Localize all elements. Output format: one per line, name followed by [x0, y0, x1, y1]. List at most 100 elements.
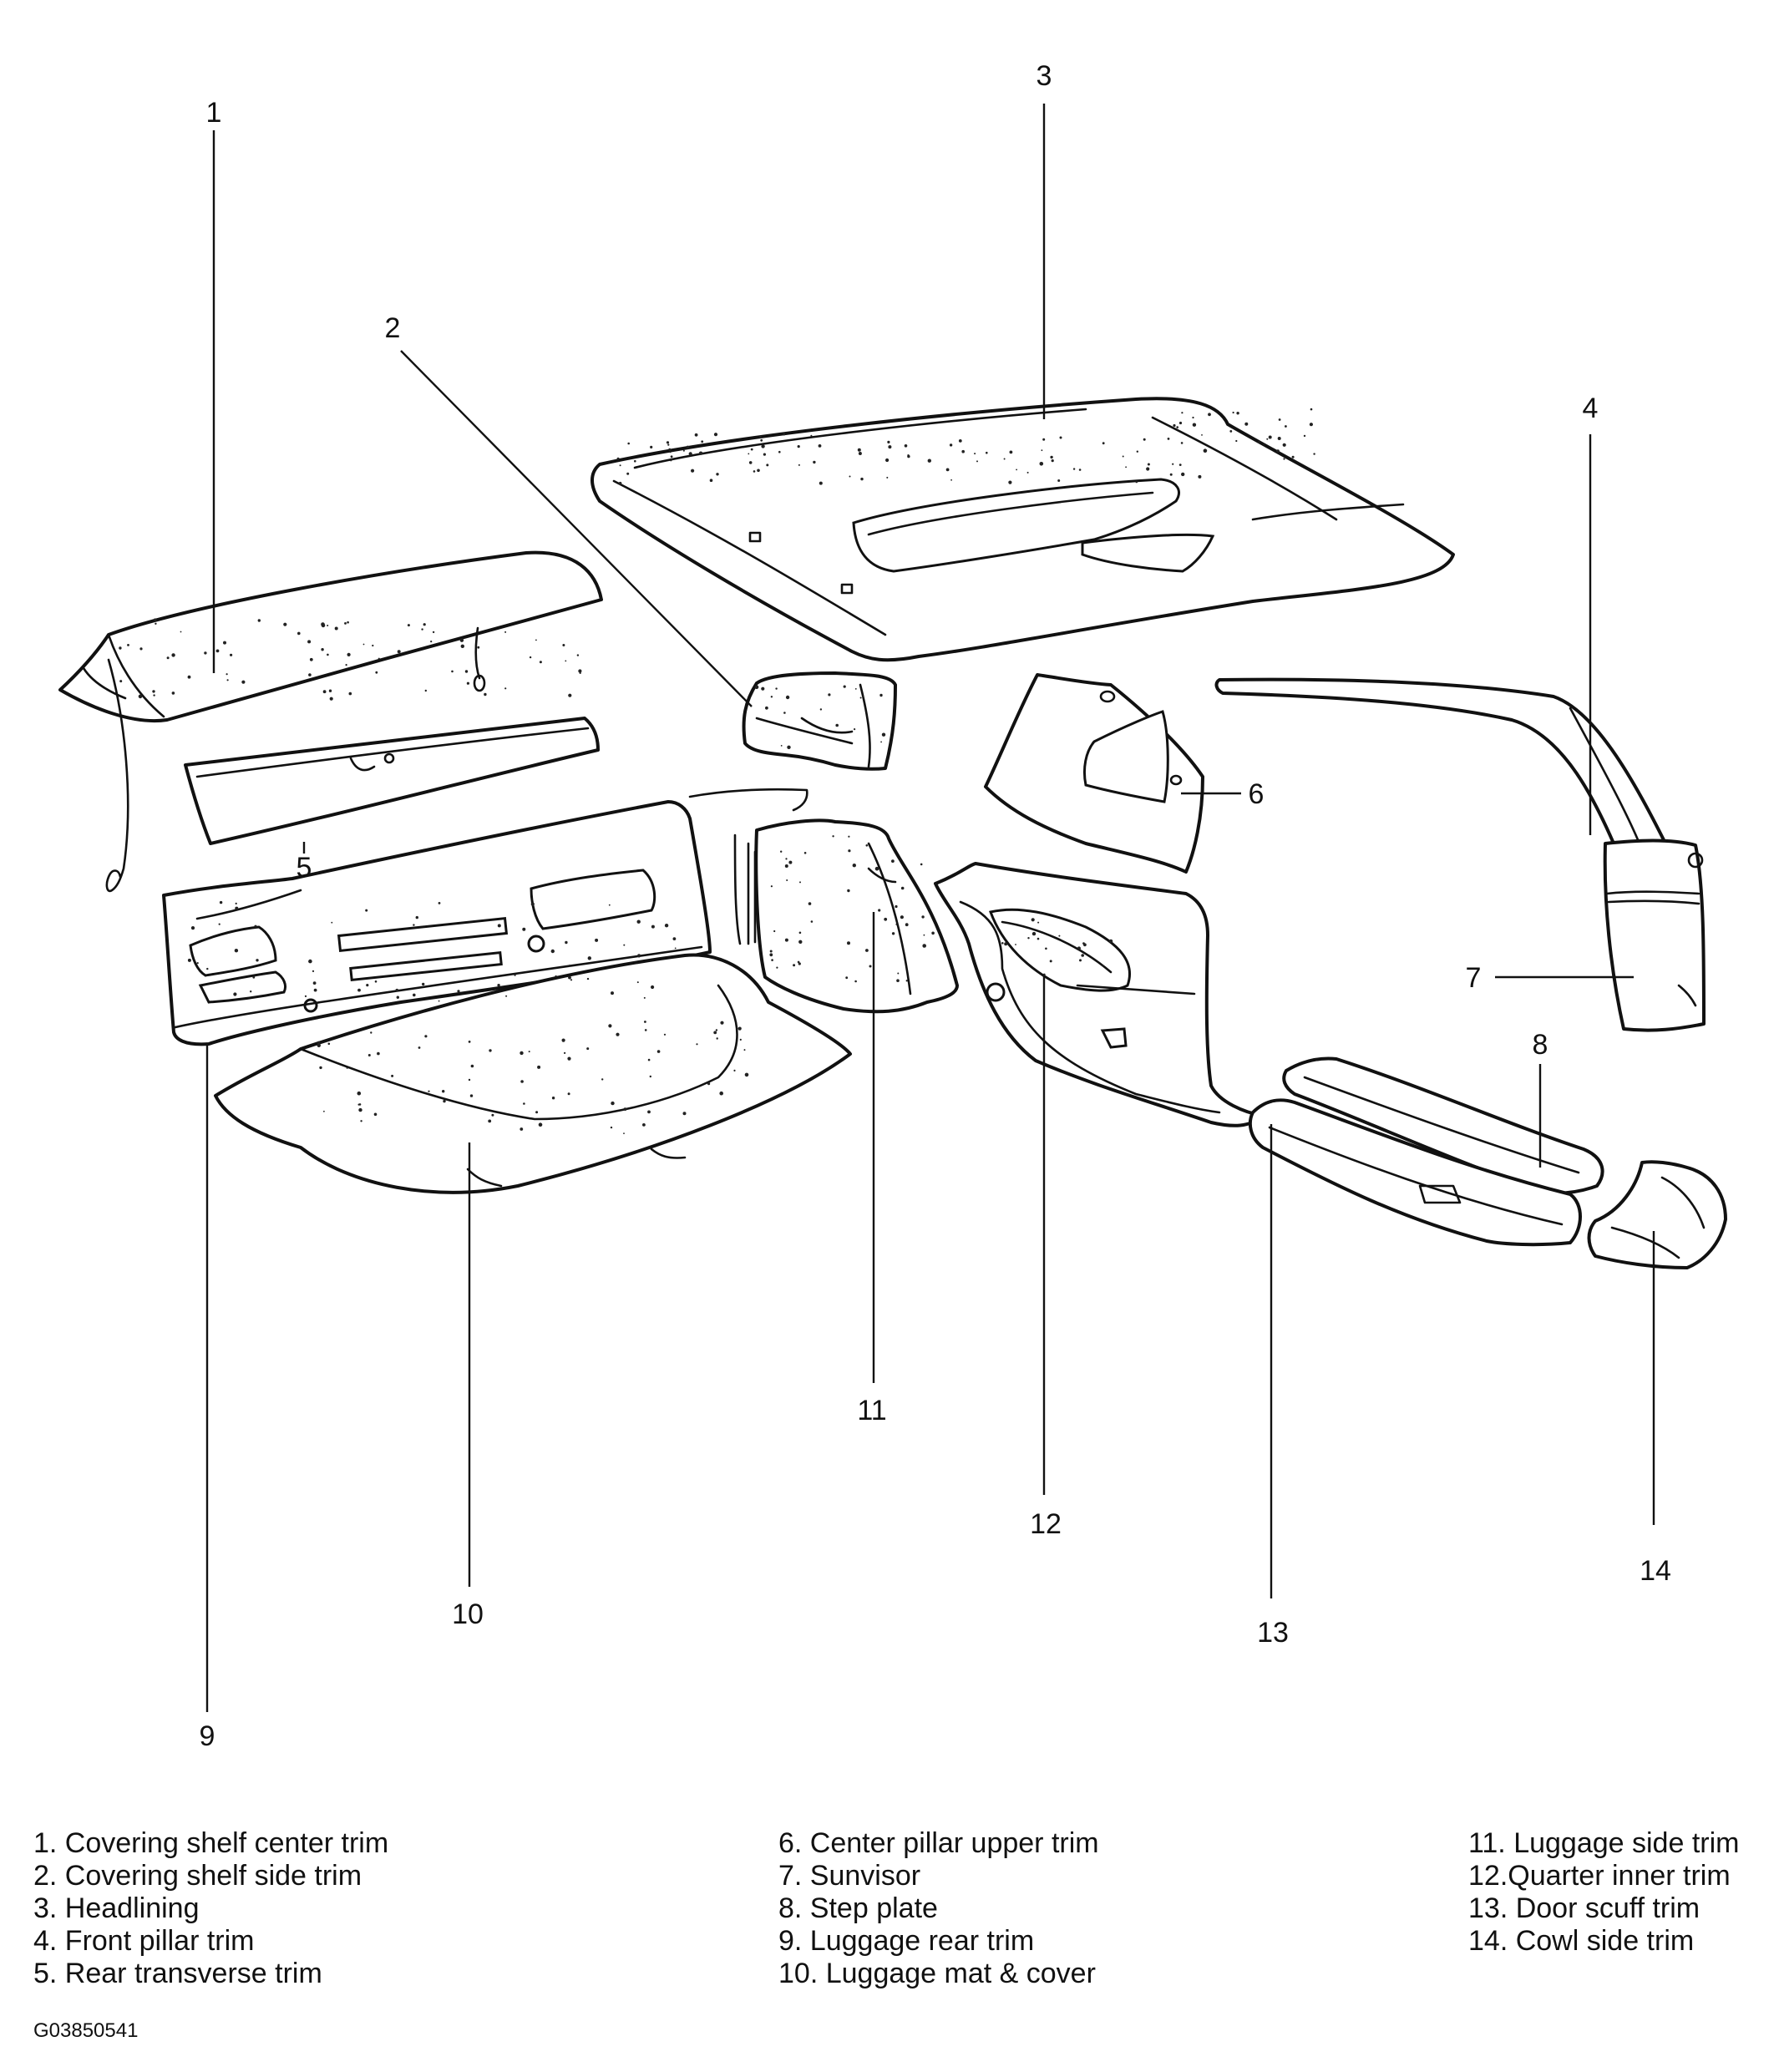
texture-speck [1282, 443, 1286, 447]
texture-speck [1041, 449, 1043, 452]
texture-speck [958, 439, 962, 443]
texture-speck [798, 931, 802, 935]
texture-speck [1136, 450, 1139, 453]
texture-speck [470, 1064, 474, 1068]
texture-speck [1050, 455, 1053, 459]
part-rear-transverse-trim [184, 717, 600, 845]
texture-speck [776, 966, 778, 969]
texture-speck [974, 453, 976, 455]
texture-speck [784, 864, 788, 868]
texture-speck [744, 1072, 749, 1077]
texture-speck [327, 653, 329, 656]
texture-speck [671, 458, 673, 460]
texture-speck [760, 438, 763, 442]
texture-speck [763, 453, 767, 456]
texture-speck [874, 866, 879, 871]
texture-speck [529, 656, 532, 659]
texture-speck [611, 991, 614, 995]
texture-speck [707, 1082, 711, 1086]
texture-speck [1232, 411, 1234, 414]
texture-speck [627, 442, 630, 445]
callout-1: 1 [206, 97, 222, 129]
callout-3: 3 [1037, 60, 1052, 92]
texture-speck [308, 673, 312, 676]
texture-speck [623, 1107, 627, 1111]
texture-speck [378, 657, 380, 660]
texture-speck [713, 1031, 717, 1035]
texture-speck [819, 481, 823, 485]
texture-speck [1172, 463, 1174, 465]
texture-speck [1051, 459, 1054, 463]
texture-speck [257, 619, 261, 622]
texture-speck [709, 479, 713, 482]
texture-speck [608, 904, 611, 906]
legend-item-1: 1. Covering shelf center trim [33, 1827, 389, 1859]
texture-speck [345, 664, 347, 666]
texture-speck [878, 909, 881, 912]
texture-speck [1077, 946, 1081, 950]
texture-speck [488, 1119, 492, 1123]
texture-speck [397, 650, 401, 654]
texture-speck [770, 885, 773, 888]
texture-speck [477, 646, 480, 649]
texture-speck [235, 906, 239, 910]
texture-speck [319, 1066, 322, 1070]
part-covering-shelf-side-trim [742, 671, 897, 771]
texture-speck [921, 915, 925, 919]
texture-speck [1135, 480, 1138, 484]
texture-speck [799, 881, 801, 884]
texture-speck [1015, 944, 1016, 945]
texture-speck [1192, 423, 1197, 427]
texture-speck [321, 648, 324, 651]
texture-speck [219, 900, 223, 904]
texture-speck [920, 863, 923, 866]
texture-speck [739, 1038, 742, 1041]
texture-speck [891, 859, 895, 863]
texture-speck [761, 686, 765, 691]
texture-speck [1283, 458, 1285, 460]
texture-speck [748, 453, 750, 455]
texture-speck [986, 451, 988, 454]
texture-speck [656, 1050, 661, 1053]
texture-speck [215, 649, 220, 653]
texture-speck [348, 692, 352, 696]
texture-speck [568, 693, 572, 697]
texture-speck [307, 640, 312, 644]
texture-speck [457, 990, 460, 993]
texture-speck [1058, 935, 1061, 937]
texture-speck [1037, 937, 1040, 940]
texture-speck [927, 458, 932, 463]
texture-speck [154, 618, 157, 621]
texture-speck [669, 451, 672, 453]
texture-speck [843, 685, 846, 688]
texture-speck [651, 925, 655, 929]
texture-speck [713, 433, 718, 437]
texture-speck [223, 641, 226, 645]
texture-speck [370, 1031, 373, 1034]
part-headlining [590, 397, 1455, 662]
texture-speck [438, 902, 441, 904]
texture-speck [1167, 438, 1170, 440]
texture-speck [358, 1107, 362, 1112]
texture-speck [619, 464, 621, 467]
texture-speck [365, 909, 368, 912]
carpet-texture [119, 408, 1315, 1134]
texture-speck [798, 464, 800, 466]
texture-speck [961, 449, 965, 453]
legend-item-9: 9. Luggage rear trim [778, 1925, 1035, 1957]
texture-speck [328, 689, 332, 692]
texture-speck [1143, 438, 1146, 441]
texture-speck [759, 435, 762, 438]
texture-speck [1285, 425, 1287, 428]
texture-speck [1229, 430, 1233, 433]
texture-speck [460, 644, 464, 648]
texture-speck [459, 638, 464, 642]
texture-speck [171, 653, 175, 657]
texture-speck [1042, 438, 1046, 441]
texture-speck [206, 967, 209, 970]
texture-speck [849, 475, 851, 478]
texture-speck [1291, 455, 1295, 458]
texture-speck [905, 923, 909, 927]
texture-speck [570, 979, 573, 981]
texture-speck [256, 959, 259, 962]
